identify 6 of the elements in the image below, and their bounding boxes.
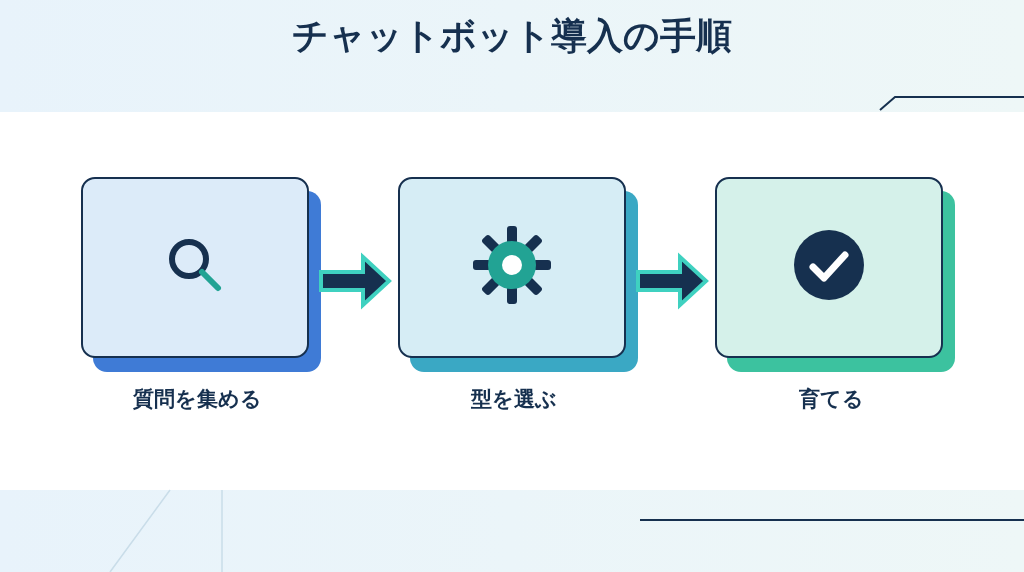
title: チャットボット導入の手順: [292, 15, 732, 56]
step-label: 育てる: [797, 386, 865, 413]
arrow: [636, 252, 709, 310]
step-label: 質問を集める: [131, 386, 263, 413]
arrow: [319, 252, 392, 310]
step-label: 型を選ぶ: [470, 386, 558, 413]
